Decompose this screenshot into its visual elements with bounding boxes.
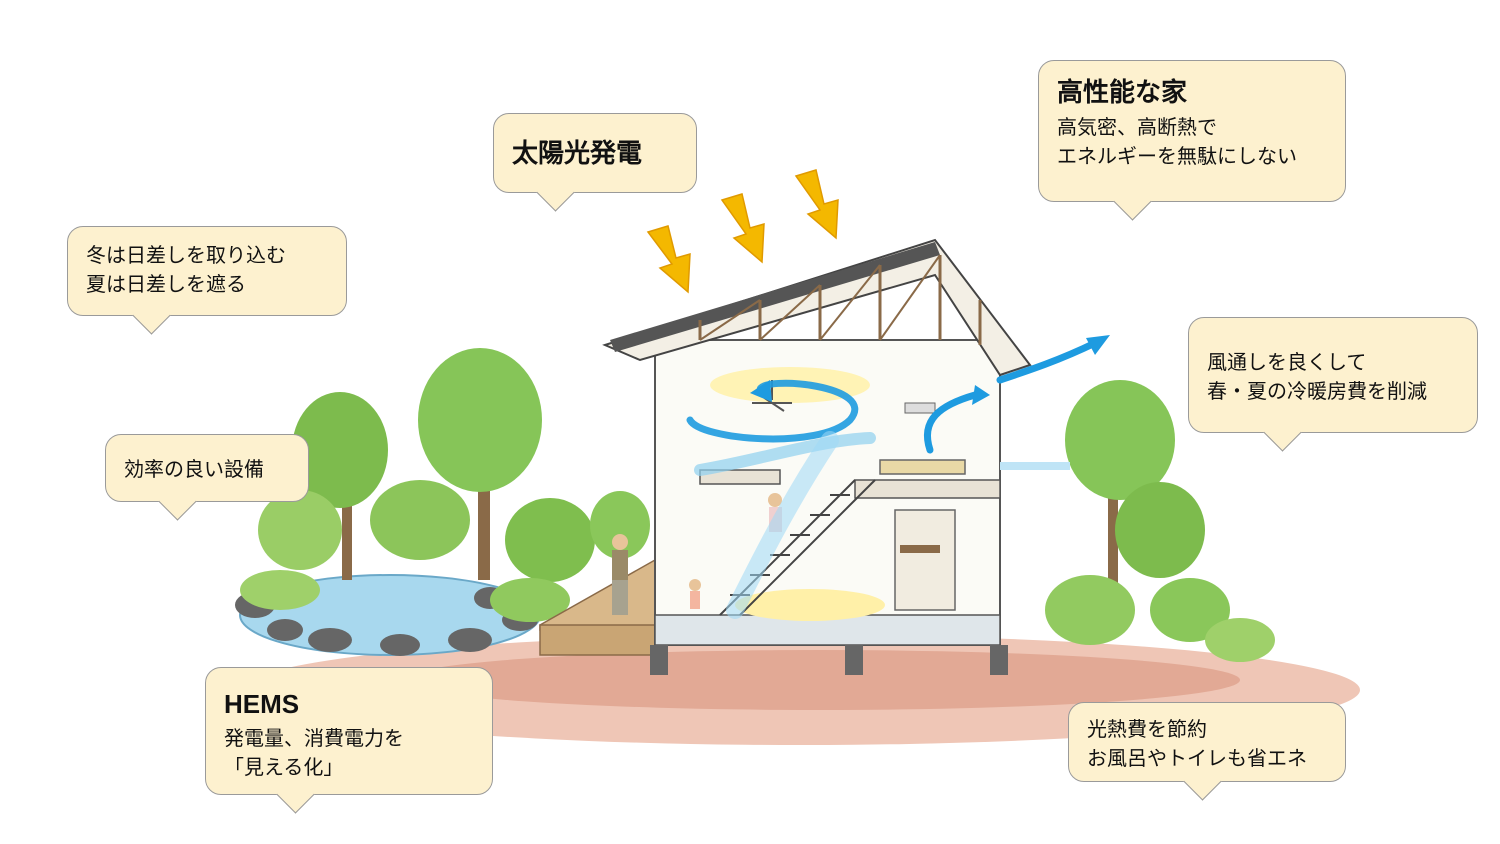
sunlight-line-2: 夏は日差しを遮る: [86, 272, 246, 296]
performance-line-2: エネルギーを無駄にしない: [1057, 143, 1297, 168]
sunlight-line-1: 冬は日差しを取り込む: [86, 243, 286, 267]
hems-line-2: 「見える化」: [224, 754, 344, 779]
solar-title: 太陽光発電: [512, 139, 643, 169]
trees-right: [1045, 380, 1275, 662]
ventilation-bubble: 風通しを良くして 春・夏の冷暖房費を削減: [1188, 317, 1478, 452]
performance-line-1: 高気密、高断熱で: [1057, 114, 1217, 139]
trees-left: [240, 348, 650, 622]
ventilation-line-2: 春・夏の冷暖房費を削減: [1207, 379, 1427, 403]
performance-bubble: 高性能な家 高気密、高断熱で エネルギーを無駄にしない: [1038, 60, 1346, 221]
wind-arrowheads: [750, 335, 1110, 405]
wind-arrow-icon: [686, 339, 1099, 619]
utility-line-1: 光熱費を節約: [1087, 717, 1207, 741]
roof: [602, 238, 1032, 377]
sunlight-bubble: 冬は日差しを取り込む 夏は日差しを遮る: [67, 226, 347, 335]
ventilation-line-1: 風通しを良くして: [1207, 350, 1367, 374]
sun-arrow-icon: [646, 169, 839, 294]
ground-shadow: [400, 650, 1240, 710]
wind-stream-right: [1000, 462, 1070, 470]
performance-title: 高性能な家: [1057, 78, 1188, 108]
equipment-bubble: 効率の良い設備: [105, 434, 309, 521]
house-section: [612, 339, 1008, 675]
hems-bubble: HEMS 発電量、消費電力を 「見える化」: [205, 667, 493, 814]
pond-rocks: [235, 581, 538, 656]
hems-title: HEMS: [224, 689, 300, 719]
solar-panels: [610, 242, 940, 352]
hems-line-1: 発電量、消費電力を: [224, 725, 404, 750]
utility-bubble: 光熱費を節約 お風呂やトイレも省エネ: [1068, 702, 1346, 801]
solar-bubble: 太陽光発電: [493, 113, 697, 212]
equipment-line-1: 効率の良い設備: [124, 457, 264, 481]
